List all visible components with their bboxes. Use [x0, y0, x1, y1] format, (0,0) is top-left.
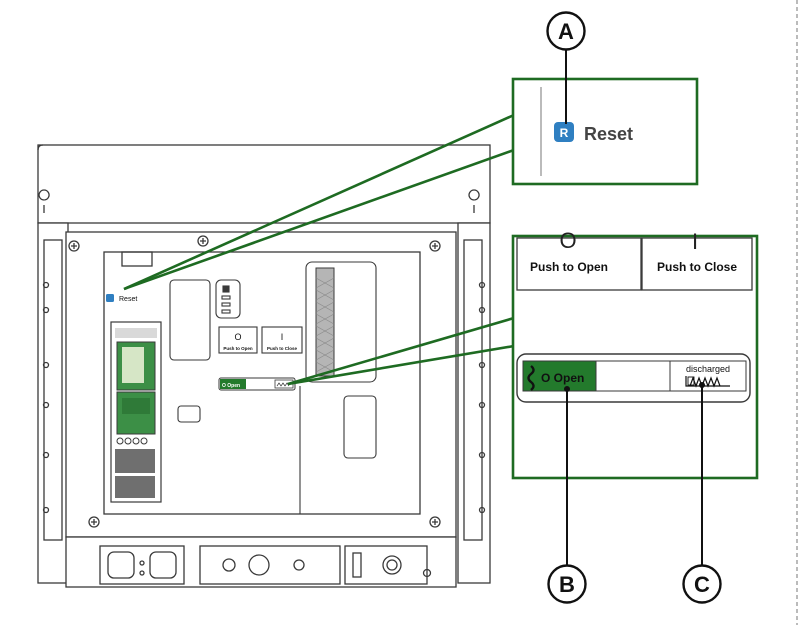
zoom-close-symbol: I [692, 229, 698, 254]
device-indicator-strip: O Open [218, 377, 296, 391]
zoom-indicator-strip: O Open discharged [516, 353, 751, 403]
callout-a-letter: A [558, 19, 574, 44]
device-reset-button[interactable] [106, 294, 114, 302]
device-push-buttons: O Push to Open I Push to Close [218, 326, 303, 354]
vent-grille [315, 267, 335, 377]
zoom-leader-lines [123, 113, 515, 386]
device-close-symbol: I [281, 332, 284, 342]
zoom-push-buttons: O Push to Open I Push to Close [516, 228, 753, 291]
zoom-spring-indicator [669, 360, 747, 392]
device-open-symbol: O [234, 332, 241, 342]
breaker-body [37, 144, 491, 588]
device-push-to-open-button[interactable] [218, 326, 258, 354]
zoom-push-to-open-button[interactable] [516, 237, 642, 291]
padlock-area [215, 279, 241, 319]
control-unit [110, 321, 162, 503]
callout-c: C [682, 382, 722, 604]
zoom-open-indicator [522, 360, 597, 392]
zoom-open-symbol: O [559, 228, 576, 253]
discharged-spring-icon [685, 376, 730, 388]
device-push-to-open-label: Push to Open [223, 346, 253, 351]
mounting-hole-left [38, 189, 50, 213]
zoom-push-to-open-label: Push to Open [530, 260, 608, 274]
zoom-push-to-close-button[interactable] [641, 237, 753, 291]
zoom-box-reset [511, 77, 699, 186]
frame-screws [68, 235, 441, 528]
device-open-indicator-label: O Open [222, 383, 240, 389]
spring-symbol-icon [527, 365, 535, 391]
device-push-to-close-button[interactable] [261, 326, 303, 354]
lower-base [65, 536, 457, 588]
left-rail [37, 222, 69, 584]
control-unit-screen [122, 347, 144, 383]
zoom-reset-badge: R [560, 126, 569, 140]
callout-a: A [546, 11, 586, 124]
zoom-push-to-close-label: Push to Close [657, 260, 737, 274]
callout-c-letter: C [694, 572, 710, 597]
zoom-reset-label: Reset [584, 124, 633, 144]
callout-b-letter: B [559, 572, 575, 597]
zoom-spring-indicator-label: discharged [686, 364, 730, 374]
device-open-indicator [220, 379, 246, 389]
device-reset-label: Reset [119, 296, 137, 303]
zoom-open-indicator-label: O Open [541, 371, 584, 385]
zoom-reset-button[interactable] [554, 122, 574, 142]
right-rail [457, 222, 491, 584]
callout-b: B [547, 386, 587, 604]
panel-openings [169, 261, 377, 514]
mounting-hole-right [468, 189, 480, 213]
device-push-to-close-label: Push to Close [267, 346, 298, 351]
